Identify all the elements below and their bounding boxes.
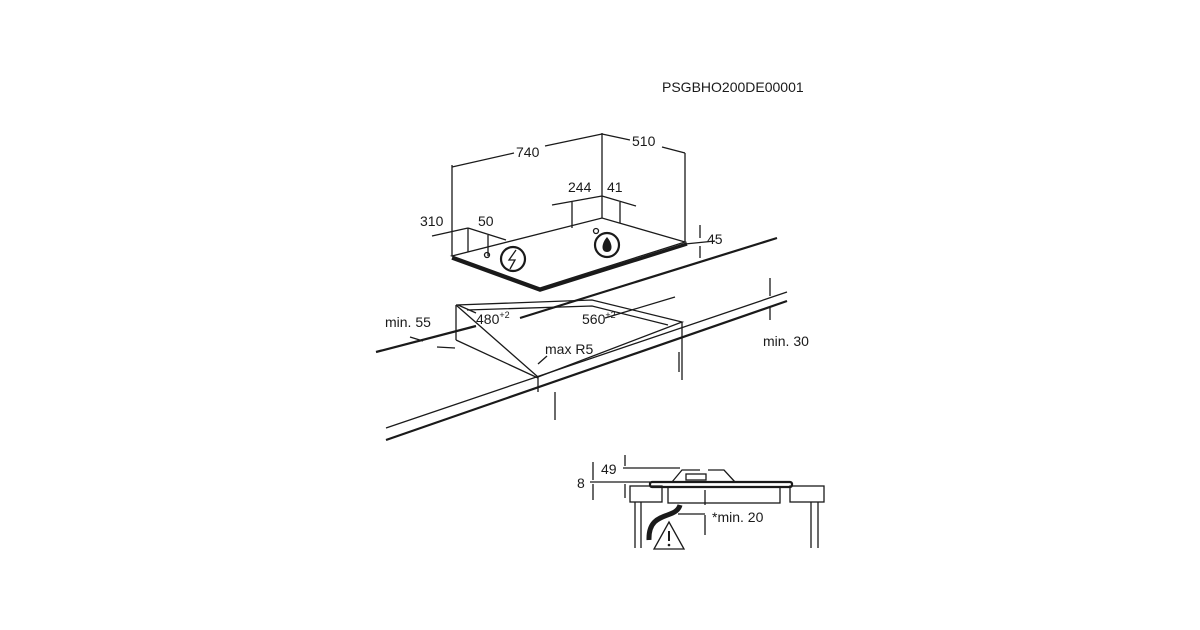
worktop-cutout bbox=[375, 236, 788, 442]
dim-min-front: min. 55 bbox=[385, 314, 431, 330]
gas-connection-icon bbox=[593, 231, 621, 259]
dim-min-back: min. 30 bbox=[763, 333, 809, 349]
dim-radius: max R5 bbox=[545, 341, 593, 357]
dim-elec-y: 50 bbox=[478, 213, 494, 229]
warning-icon bbox=[652, 520, 686, 550]
product-code: PSGBHO200DE00001 bbox=[662, 79, 804, 95]
dim-gas-x: 244 bbox=[568, 179, 592, 195]
dim-height: 45 bbox=[707, 231, 723, 247]
section-view bbox=[590, 455, 825, 550]
dim-depth: 510 bbox=[632, 133, 656, 149]
dim-elec-x: 310 bbox=[420, 213, 444, 229]
dim-49: 49 bbox=[601, 461, 617, 477]
electric-connection-icon bbox=[499, 245, 527, 273]
dim-8: 8 bbox=[577, 475, 585, 491]
dim-cutout-depth: 480+2 bbox=[476, 310, 510, 327]
hob-top-view bbox=[431, 133, 716, 292]
dim-gas-y: 41 bbox=[607, 179, 623, 195]
dim-cutout-width: 560+2 bbox=[582, 310, 616, 327]
dim-width: 740 bbox=[516, 144, 540, 160]
dim-min-below: *min. 20 bbox=[712, 509, 764, 525]
